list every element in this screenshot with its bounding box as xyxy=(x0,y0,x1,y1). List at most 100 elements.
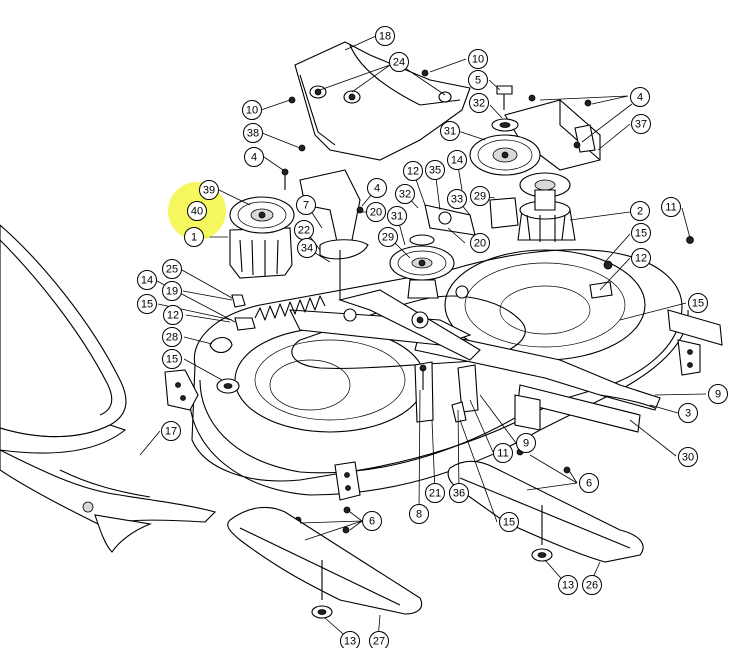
callout-label: 32 xyxy=(473,98,485,110)
callout-circle xyxy=(340,631,360,648)
callout-circle xyxy=(243,123,263,143)
callout-31: 31 xyxy=(387,206,407,226)
callout-circle xyxy=(362,511,382,531)
callout-label: 39 xyxy=(203,185,215,197)
callout-15: 15 xyxy=(162,349,182,369)
callout-31: 31 xyxy=(440,121,460,141)
callout-label: 1 xyxy=(191,232,197,244)
callout-13: 13 xyxy=(340,631,360,648)
callout-circle xyxy=(162,327,182,347)
callout-circle xyxy=(661,197,681,217)
callout-label: 10 xyxy=(472,54,484,66)
callout-2: 2 xyxy=(630,201,650,221)
callout-circle xyxy=(367,178,387,198)
callout-circle xyxy=(244,147,264,167)
callout-circle xyxy=(579,473,599,493)
callout-36: 36 xyxy=(449,483,469,503)
callout-circle xyxy=(199,180,219,200)
callout-6: 6 xyxy=(362,511,382,531)
callout-circle xyxy=(162,349,182,369)
callout-label: 13 xyxy=(344,636,356,648)
callout-34: 34 xyxy=(297,238,317,258)
callout-label: 36 xyxy=(453,488,465,500)
callout-label: 5 xyxy=(475,75,481,87)
callout-37: 37 xyxy=(631,114,651,134)
callout-13: 13 xyxy=(558,575,578,595)
callout-4: 4 xyxy=(367,178,387,198)
callout-label: 15 xyxy=(141,299,153,311)
callout-label: 15 xyxy=(503,517,515,529)
callout-circle xyxy=(678,447,698,467)
left-spindle xyxy=(229,196,295,279)
callout-label: 11 xyxy=(497,448,508,460)
callout-29: 29 xyxy=(378,227,398,247)
hardware xyxy=(209,69,694,544)
callout-circle xyxy=(708,384,728,404)
callout-label: 18 xyxy=(379,31,391,43)
callout-circle xyxy=(395,184,415,204)
callout-circle xyxy=(242,100,262,120)
callout-circle xyxy=(137,270,157,290)
callout-circle xyxy=(582,575,602,595)
callout-18: 18 xyxy=(375,26,395,46)
callout-label: 9 xyxy=(715,389,721,401)
callout-label: 8 xyxy=(416,509,422,521)
callout-29: 29 xyxy=(470,186,490,206)
callout-circle xyxy=(631,223,651,243)
callout-circle xyxy=(162,281,182,301)
callout-40: 40 xyxy=(187,201,207,221)
callout-label: 27 xyxy=(373,636,385,648)
callout-label: 37 xyxy=(635,119,647,131)
callout-label: 35 xyxy=(429,165,441,177)
callout-label: 30 xyxy=(682,452,694,464)
callout-circle xyxy=(387,206,407,226)
blades xyxy=(227,460,644,619)
callout-22: 22 xyxy=(294,220,314,240)
callout-label: 26 xyxy=(586,580,598,592)
callout-5: 5 xyxy=(468,70,488,90)
right-spindle xyxy=(517,172,576,242)
callout-circle xyxy=(469,93,489,113)
callout-label: 28 xyxy=(166,332,178,344)
callout-label: 7 xyxy=(303,200,309,212)
callout-circle xyxy=(631,248,651,268)
callout-1: 1 xyxy=(184,227,204,247)
callout-label: 20 xyxy=(370,207,382,219)
callout-label: 4 xyxy=(251,152,257,164)
callout-label: 4 xyxy=(637,92,643,104)
callout-label: 24 xyxy=(393,57,405,69)
callout-label: 29 xyxy=(474,191,486,203)
callout-circle xyxy=(378,227,398,247)
callout-circle xyxy=(440,121,460,141)
callout-12: 12 xyxy=(403,161,423,181)
callout-circle xyxy=(403,161,423,181)
callout-circle xyxy=(389,52,409,72)
callout-circle xyxy=(447,150,467,170)
callout-label: 38 xyxy=(247,128,259,140)
mower-deck xyxy=(164,249,723,501)
discharge-chute xyxy=(0,224,217,553)
callout-label: 17 xyxy=(165,426,177,438)
callout-label: 11 xyxy=(665,202,676,214)
callout-26: 26 xyxy=(582,575,602,595)
callout-circle xyxy=(688,293,708,313)
callout-4: 4 xyxy=(244,147,264,167)
callout-circle xyxy=(449,483,469,503)
callout-30: 30 xyxy=(678,447,698,467)
callout-circle xyxy=(161,421,181,441)
callout-32: 32 xyxy=(395,184,415,204)
callout-28: 28 xyxy=(162,327,182,347)
callout-label: 6 xyxy=(369,516,375,528)
callout-label: 12 xyxy=(167,310,179,322)
callout-circle xyxy=(499,512,519,532)
callout-6: 6 xyxy=(579,473,599,493)
callout-3: 3 xyxy=(678,403,698,423)
callout-25: 25 xyxy=(162,259,182,279)
callout-circle xyxy=(468,70,488,90)
callout-15: 15 xyxy=(137,294,157,314)
callout-circle xyxy=(470,186,490,206)
callout-label: 15 xyxy=(635,228,647,240)
callout-12: 12 xyxy=(163,305,183,325)
